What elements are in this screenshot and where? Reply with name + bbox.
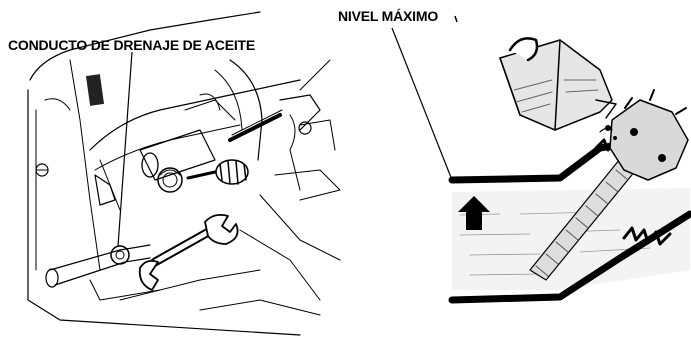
max-level-leader-line [391,27,453,181]
max-level-label: NIVEL MÁXIMO [338,8,439,24]
dipstick-cap-icon [186,159,249,185]
wrench-icon [138,213,239,291]
engine-illustration [27,11,341,336]
dipstick-cap-icon [599,89,689,181]
oil-jug-icon [499,37,617,131]
tick-mark [454,15,458,23]
drain-duct-label: CONDUCTO DE DRENAJE DE ACEITE [8,37,256,53]
arrow-up-icon [458,196,490,230]
drain-leader-line [117,51,133,247]
oil-level-diagram [448,37,691,304]
